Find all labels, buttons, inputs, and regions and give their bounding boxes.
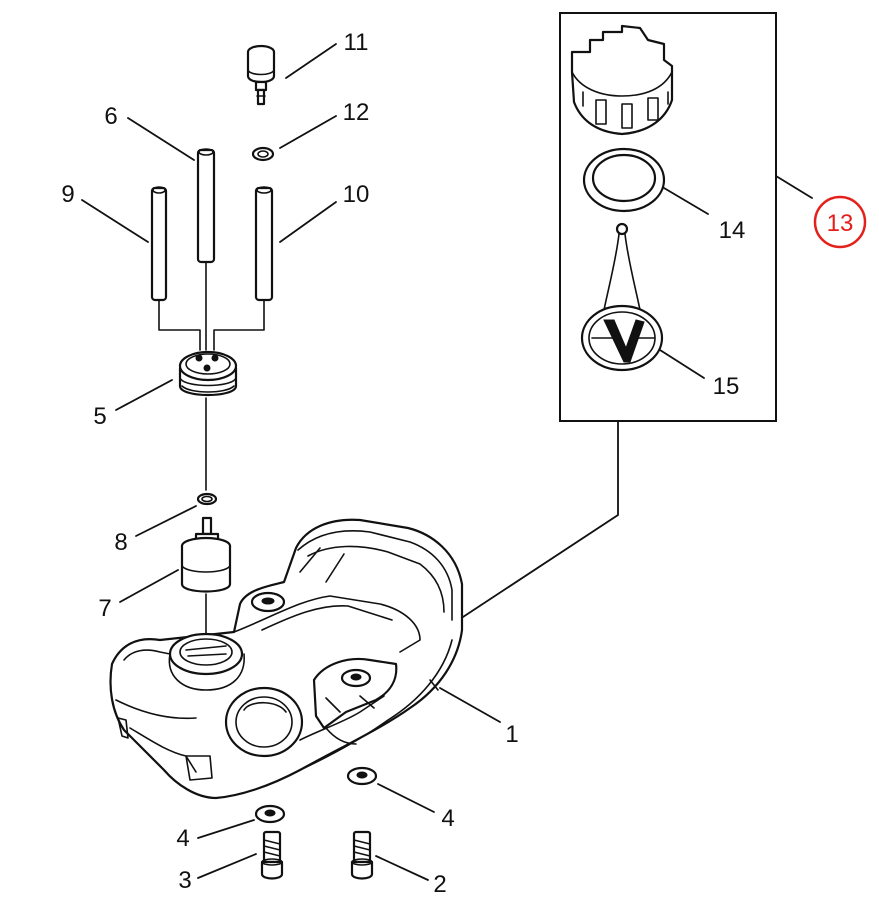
callout-9[interactable]: 9	[61, 181, 74, 208]
leader-14	[663, 187, 709, 215]
callout-11[interactable]: 11	[344, 29, 369, 56]
highlight-circle	[813, 195, 867, 249]
fuel-line-center[interactable]	[196, 148, 216, 264]
leader-11	[285, 43, 337, 79]
fuel-filter[interactable]	[180, 516, 232, 593]
leader-7	[119, 569, 179, 603]
o-ring[interactable]	[196, 492, 218, 506]
screw-right[interactable]	[350, 830, 374, 880]
kit-13-frame	[559, 12, 777, 422]
leader-1	[439, 687, 501, 723]
fuel-line-right[interactable]	[254, 186, 274, 302]
leader-4-left	[197, 819, 255, 839]
leader-8	[135, 505, 197, 537]
leader-2	[375, 855, 429, 881]
leader-12	[279, 115, 337, 149]
tank-grommet[interactable]	[178, 350, 238, 396]
cap-gasket[interactable]	[582, 147, 666, 213]
callout-4-right[interactable]: 4	[441, 805, 454, 832]
kit-13-connector	[427, 420, 619, 641]
leader-3	[197, 853, 257, 879]
callout-12[interactable]: 12	[343, 99, 370, 126]
callout-4-left[interactable]: 4	[176, 825, 189, 852]
callout-15[interactable]: 15	[713, 373, 740, 400]
callout-2[interactable]: 2	[433, 871, 446, 898]
callout-13[interactable]: 13	[827, 210, 854, 237]
washer-left[interactable]	[254, 804, 286, 824]
fuel-line-fitting[interactable]	[246, 44, 276, 106]
washer-right[interactable]	[346, 766, 378, 786]
callout-5[interactable]: 5	[93, 403, 106, 430]
callout-8[interactable]: 8	[114, 529, 127, 556]
callout-13-highlight[interactable]: 13	[813, 195, 867, 249]
leader-4-right	[377, 783, 435, 813]
hose-path-left	[158, 299, 201, 351]
hose-path-right	[213, 299, 265, 351]
fuel-line-left[interactable]	[150, 186, 168, 302]
leader-13	[775, 175, 813, 199]
fuel-tank[interactable]	[109, 518, 464, 800]
callout-6[interactable]: 6	[104, 103, 117, 130]
callout-14[interactable]: 14	[719, 217, 746, 244]
leader-5	[115, 379, 173, 411]
callout-10[interactable]: 10	[343, 181, 370, 208]
leader-15	[659, 349, 705, 379]
screw-left[interactable]	[260, 830, 284, 880]
fuel-strainer[interactable]	[580, 222, 664, 372]
leader-9	[81, 199, 149, 243]
callout-1[interactable]: 1	[505, 721, 518, 748]
callout-7[interactable]: 7	[98, 595, 111, 622]
leader-10	[279, 201, 337, 243]
fuel-cap[interactable]	[570, 24, 674, 136]
leader-6	[127, 117, 195, 161]
callout-3[interactable]: 3	[178, 867, 191, 894]
hose-clip[interactable]	[251, 146, 275, 162]
